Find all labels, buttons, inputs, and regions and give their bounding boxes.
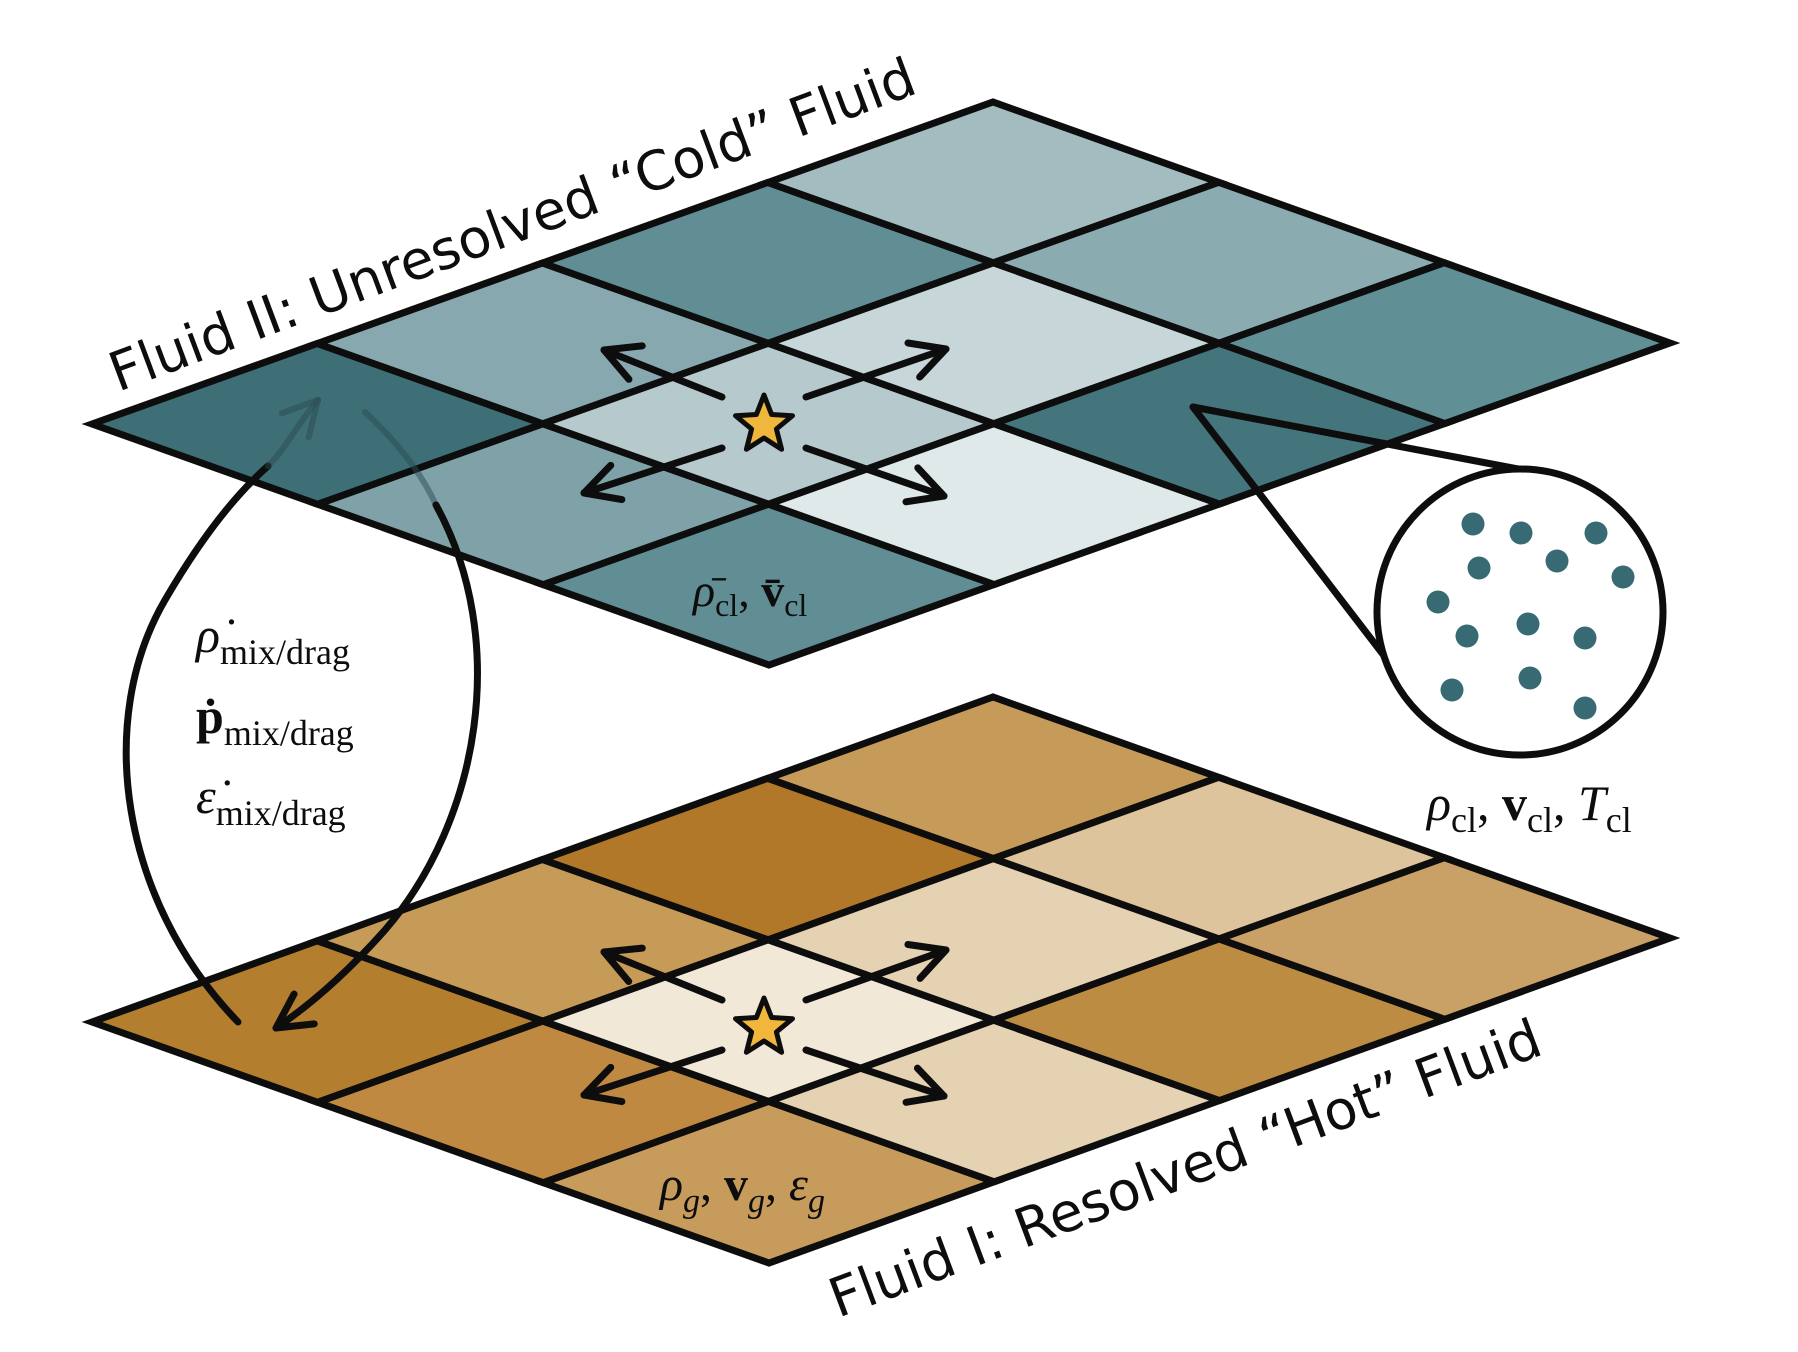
cold-arrow-nw (600, 342, 726, 401)
cloud-particle (1584, 521, 1608, 545)
hot-grid-cell (1208, 853, 1681, 1024)
hot-arrow-nw (600, 944, 726, 1004)
cloud-particle (1455, 624, 1479, 648)
hot-arrow-se (802, 1046, 948, 1106)
cloud-particle (1573, 626, 1597, 650)
cloud-particle (1516, 612, 1540, 636)
cold-arrow-ne (802, 339, 950, 401)
cloud-particle (1461, 512, 1485, 536)
cloud-particle (1467, 556, 1491, 580)
zoom-line-bottom (1189, 403, 1409, 687)
cloud-particle (1509, 521, 1533, 545)
cloud-particle (1518, 666, 1542, 690)
upward-exchange-arrow-faded (265, 397, 321, 469)
cold-arrow-sw (580, 444, 726, 504)
exchange-term-momentum: ṗmix/drag (196, 688, 354, 753)
cloud-particle (1573, 696, 1597, 720)
cloud-particle (1611, 565, 1635, 589)
hot-arrow-ne (802, 940, 950, 1004)
cold-star-icon (733, 392, 795, 452)
exchange-arrows (122, 397, 481, 1032)
cloud-zoom-callout (1189, 403, 1667, 759)
cloud-particle (1545, 549, 1569, 573)
cloud-particle (1426, 590, 1450, 614)
hot-fluid-grid (81, 693, 1681, 1267)
cloud-particle (1440, 678, 1464, 702)
upward-exchange-arrow (122, 462, 272, 1026)
downward-exchange-arrow-faded (362, 409, 439, 508)
cold-grid-cell (1208, 258, 1681, 428)
hot-flux-arrows (580, 940, 950, 1106)
downward-exchange-arrow (272, 501, 481, 1032)
hot-star-icon (733, 995, 795, 1055)
cold-arrow-se (802, 444, 948, 506)
cold-flux-arrows (580, 339, 950, 506)
hot-arrow-sw (580, 1046, 726, 1106)
exchange-terms: ρ̇mix/drag ṗmix/drag ε̇mix/drag (194, 607, 354, 833)
cold-cell-variables: ρ̄cl, v̄cl (691, 565, 807, 623)
cloud-variables: ρcl, vcl, Tcl (1425, 775, 1632, 840)
zoom-line-top (1189, 403, 1522, 473)
exchange-term-density: ρ̇mix/drag (194, 607, 350, 672)
cold-cloud-particles (1426, 512, 1635, 720)
hot-cell-variables: ρg, vg, εg (658, 1158, 825, 1220)
zoom-circle (1373, 465, 1667, 759)
exchange-term-energy: ε̇mix/drag (196, 768, 346, 833)
